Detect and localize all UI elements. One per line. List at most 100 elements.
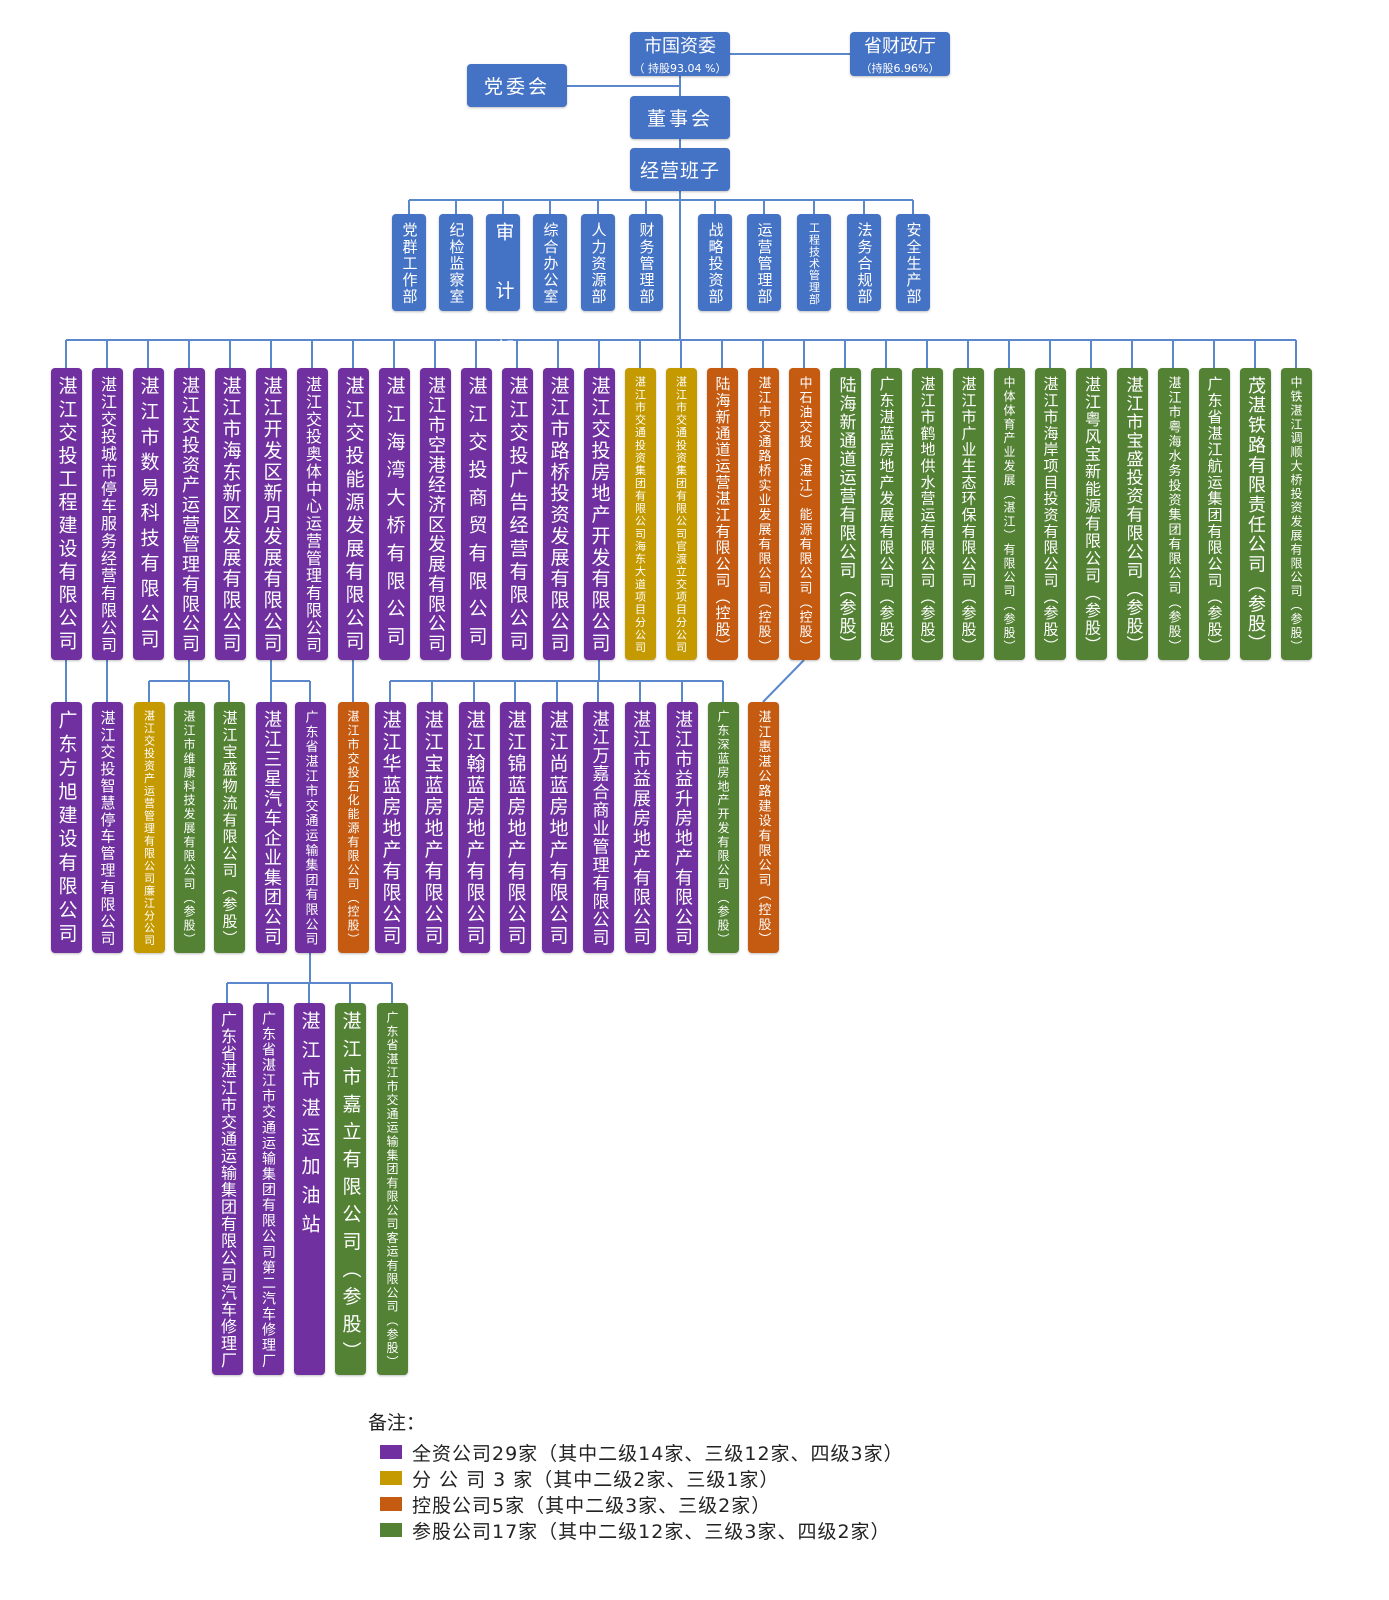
level2-company-label: 广东省湛江航运集团有限公司（参股） — [1205, 376, 1224, 654]
level3-company-label: 湛江锦蓝房地产有限公司 — [504, 710, 527, 947]
connector-line — [762, 659, 805, 703]
level3-company: 湛江尚蓝房地产有限公司 — [541, 702, 573, 953]
level2-company-label: 湛江交投房地产开发有限公司 — [588, 376, 611, 654]
department-2: 审 计 部 — [486, 214, 520, 366]
level2-company: 中铁湛江调顺大桥投资发展有限公司（参股） — [1280, 368, 1312, 660]
level4-company-label: 广东省湛江市交通运输集团有限公司第二汽车修理厂 — [260, 1011, 276, 1369]
level3-company: 广东深蓝房地产开发有限公司（参股） — [707, 702, 739, 953]
level2-company-label: 湛江市空港经济区发展有限公司 — [425, 376, 446, 654]
level2-company-label: 湛江交投奥体中心运营管理有限公司 — [303, 376, 322, 654]
level2-company-label: 中铁湛江调顺大桥投资发展有限公司（参股） — [1289, 376, 1303, 654]
level4-company-label: 广东省湛江市交通运输集团有限公司汽车修理厂 — [218, 1011, 237, 1369]
department-0-label: 党群工作部 — [400, 222, 419, 305]
level2-company: 陆海新通道运营有限公司（参股） — [829, 368, 861, 660]
level2-company: 湛江粤风宝新能源有限公司（参股） — [1075, 368, 1107, 660]
level3-company-label: 湛江市交投石化能源有限公司（控股） — [346, 710, 360, 947]
level2-company-label: 湛江交投广告经营有限公司 — [506, 376, 529, 654]
level4-company-label: 湛江市湛运加油站 — [298, 1011, 321, 1243]
level2-company-label: 湛江市海岸项目投资有限公司（参股） — [1041, 376, 1060, 654]
level3-company-label: 湛江交投资产运营管理有限公司廉江分公司 — [142, 710, 156, 947]
level2-company-label: 广东湛蓝房地产发展有限公司（参股） — [877, 376, 896, 654]
level2-company: 中石油交投（湛江）能源有限公司（控股） — [788, 368, 820, 660]
legend: 备注： 全资公司29家（其中二级14家、三级12家、四级3家）分 公 司 3 家… — [368, 1408, 904, 1543]
level3-company-label: 湛江市益升房地产有限公司 — [672, 710, 693, 947]
department-5: 财务管理部 — [629, 214, 663, 311]
level3-company: 湛江华蓝房地产有限公司 — [374, 702, 406, 953]
level3-company: 湛江万嘉合商业管理有限公司 — [582, 702, 614, 953]
board-box: 董事会 — [630, 96, 730, 139]
management-name: 经营班子 — [639, 160, 720, 182]
level2-company-label: 湛江交投工程建设有限公司 — [55, 376, 78, 654]
level2-company-label: 湛江交投资产运营管理有限公司 — [179, 376, 200, 654]
level2-company: 湛江市交通投资集团有限公司海东大道项目分公司 — [624, 368, 656, 660]
level2-company-label: 湛江海湾大桥有限公司 — [383, 376, 406, 654]
level4-company-label: 广东省湛江市交通运输集团有限公司客运有限公司（参股） — [385, 1011, 399, 1369]
level2-company: 湛江交投城市停车服务经营有限公司 — [91, 368, 123, 660]
level2-company: 湛江海湾大桥有限公司 — [378, 368, 410, 660]
legend-swatch — [380, 1471, 402, 1485]
level2-company-label: 中体体育产业发展（湛江）有限公司（参股） — [1002, 376, 1016, 654]
legend-swatch — [380, 1523, 402, 1537]
level2-company: 湛江交投能源发展有限公司 — [337, 368, 369, 660]
level3-company: 湛江交投资产运营管理有限公司廉江分公司 — [133, 702, 165, 953]
level4-company: 广东省湛江市交通运输集团有限公司汽车修理厂 — [211, 1003, 243, 1375]
level2-company: 湛江市宝盛投资有限公司（参股） — [1116, 368, 1148, 660]
level2-company: 湛江市海东新区发展有限公司 — [214, 368, 246, 660]
level3-company: 湛江惠湛公路建设有限公司（控股） — [747, 702, 779, 953]
legend-item: 参股公司17家（其中二级12家、三级3家、四级2家） — [380, 1517, 904, 1543]
level2-company: 茂湛铁路有限责任公司（参股） — [1239, 368, 1271, 660]
level3-company-label: 湛江交投智慧停车管理有限公司 — [98, 710, 117, 947]
level3-company: 广东省湛江市交通运输集团有限公司 — [294, 702, 326, 953]
department-8-label: 工程技术管理部 — [807, 222, 821, 305]
level2-company-label: 湛江市宝盛投资有限公司（参股） — [1122, 376, 1143, 654]
level2-company: 湛江市粤海水务投资集团有限公司（参股） — [1157, 368, 1189, 660]
level2-company-label: 湛江开发区新月发展有限公司 — [260, 376, 283, 654]
level3-company-label: 湛江宝盛物流有限公司（参股） — [220, 710, 239, 947]
party-committee-box: 党委会 — [467, 64, 567, 107]
level2-company: 湛江市空港经济区发展有限公司 — [419, 368, 451, 660]
legend-text: 控股公司5家（其中二级3家、三级2家） — [412, 1494, 772, 1517]
department-7-label: 运营管理部 — [755, 222, 774, 305]
level2-company-label: 湛江市数易科技有限公司 — [137, 376, 160, 654]
level2-company: 湛江交投商贸有限公司 — [460, 368, 492, 660]
level3-company: 湛江宝盛物流有限公司（参股） — [213, 702, 245, 953]
department-9-label: 法务合规部 — [855, 222, 874, 305]
level2-company-label: 湛江市路桥投资发展有限公司 — [547, 376, 570, 654]
level2-company: 湛江市路桥投资发展有限公司 — [542, 368, 574, 660]
level2-company-label: 湛江市粤海水务投资集团有限公司（参股） — [1165, 376, 1181, 654]
department-2-label: 审 计 部 — [492, 222, 515, 367]
level2-company-label: 湛江市广业生态环保有限公司（参股） — [959, 376, 978, 654]
level4-company: 广东省湛江市交通运输集团有限公司客运有限公司（参股） — [376, 1003, 408, 1375]
level3-company-label: 湛江惠湛公路建设有限公司（控股） — [755, 710, 771, 947]
level3-company-label: 湛江万嘉合商业管理有限公司 — [588, 710, 609, 947]
level2-company-label: 湛江粤风宝新能源有限公司（参股） — [1082, 376, 1101, 654]
department-3-label: 综合办公室 — [541, 222, 560, 305]
legend-swatch — [380, 1445, 402, 1459]
finance-share: （持股6.96%） — [860, 62, 940, 75]
legend-item: 全资公司29家（其中二级14家、三级12家、四级3家） — [380, 1439, 904, 1465]
level2-company-label: 茂湛铁路有限责任公司（参股） — [1245, 376, 1266, 654]
level2-company-label: 湛江交投能源发展有限公司 — [342, 376, 365, 654]
level3-company-label: 湛江华蓝房地产有限公司 — [379, 710, 402, 947]
finance-name: 省财政厅 — [864, 36, 936, 57]
level2-company: 湛江市数易科技有限公司 — [132, 368, 164, 660]
level3-company: 湛江市益展房地产有限公司 — [624, 702, 656, 953]
level2-company-label: 中石油交投（湛江）能源有限公司（控股） — [796, 376, 812, 654]
level2-company-label: 湛江市海东新区发展有限公司 — [219, 376, 242, 654]
legend-item: 分 公 司 3 家（其中二级2家、三级1家） — [380, 1465, 904, 1491]
department-0: 党群工作部 — [392, 214, 426, 311]
level2-company: 湛江交投奥体中心运营管理有限公司 — [296, 368, 328, 660]
sasac-box: 市国资委 （ 持股93.04 %） — [630, 32, 730, 76]
level2-company: 湛江市鹤地供水营运有限公司（参股） — [911, 368, 943, 660]
department-4-label: 人力资源部 — [589, 222, 608, 305]
level3-company-label: 湛江宝蓝房地产有限公司 — [421, 710, 444, 947]
level3-company: 湛江翰蓝房地产有限公司 — [458, 702, 490, 953]
legend-item: 控股公司5家（其中二级3家、三级2家） — [380, 1491, 904, 1517]
level2-company-label: 陆海新通道运营有限公司（参股） — [835, 376, 856, 654]
level3-company-label: 广东方旭建设有限公司 — [55, 710, 78, 947]
department-1-label: 纪检监察室 — [447, 222, 466, 305]
department-5-label: 财务管理部 — [637, 222, 656, 305]
level2-company: 湛江开发区新月发展有限公司 — [255, 368, 287, 660]
legend-text: 分 公 司 3 家（其中二级2家、三级1家） — [412, 1468, 780, 1491]
level2-company-label: 湛江市交通投资集团有限公司海东大道项目分公司 — [633, 376, 647, 654]
